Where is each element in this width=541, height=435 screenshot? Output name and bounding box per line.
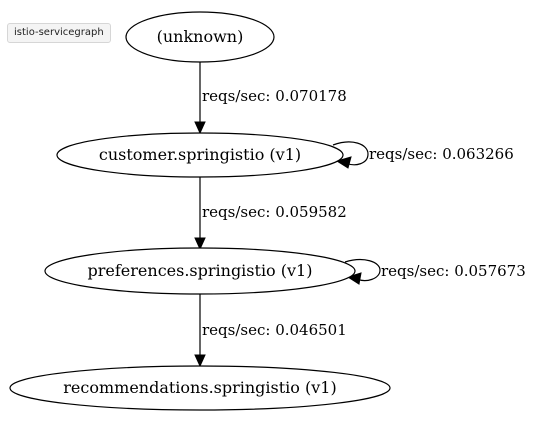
edge-preferences-to-recommendations: reqs/sec: 0.046501 bbox=[194, 294, 347, 368]
edge-label: reqs/sec: 0.063266 bbox=[369, 145, 514, 163]
node-shape bbox=[125, 11, 275, 63]
node-customer[interactable]: customer.springistio (v1) bbox=[56, 132, 344, 178]
edge-customer-to-preferences: reqs/sec: 0.059582 bbox=[194, 176, 347, 251]
arrow-head-icon bbox=[194, 237, 206, 251]
edge-line bbox=[344, 258, 381, 282]
arrow-head-icon bbox=[335, 156, 352, 169]
edge-label: reqs/sec: 0.070178 bbox=[202, 87, 347, 105]
servicegraph-tab-label[interactable]: istio-servicegraph bbox=[7, 23, 111, 43]
arrow-head-icon bbox=[194, 354, 206, 368]
self-loop-customer: reqs/sec: 0.063266 bbox=[332, 141, 514, 169]
node-label: customer.springistio (v1) bbox=[99, 145, 301, 164]
arrow-head-icon bbox=[194, 121, 206, 135]
node-unknown[interactable]: (unknown) bbox=[125, 11, 275, 63]
edge-unknown-to-customer: reqs/sec: 0.070178 bbox=[194, 62, 347, 135]
node-label: recommendations.springistio (v1) bbox=[63, 378, 336, 397]
edge-label: reqs/sec: 0.046501 bbox=[202, 321, 347, 339]
edge-line bbox=[332, 141, 369, 166]
edge-label: reqs/sec: 0.059582 bbox=[202, 203, 347, 221]
edge-label: reqs/sec: 0.057673 bbox=[381, 262, 526, 280]
node-shape bbox=[44, 247, 356, 295]
node-recommendations[interactable]: recommendations.springistio (v1) bbox=[9, 365, 391, 411]
node-shape bbox=[56, 132, 344, 178]
arrow-head-icon bbox=[346, 272, 362, 285]
node-preferences[interactable]: preferences.springistio (v1) bbox=[44, 247, 356, 295]
node-shape bbox=[9, 365, 391, 411]
node-label: (unknown) bbox=[157, 27, 244, 46]
node-label: preferences.springistio (v1) bbox=[88, 261, 313, 280]
self-loop-preferences: reqs/sec: 0.057673 bbox=[344, 258, 526, 285]
